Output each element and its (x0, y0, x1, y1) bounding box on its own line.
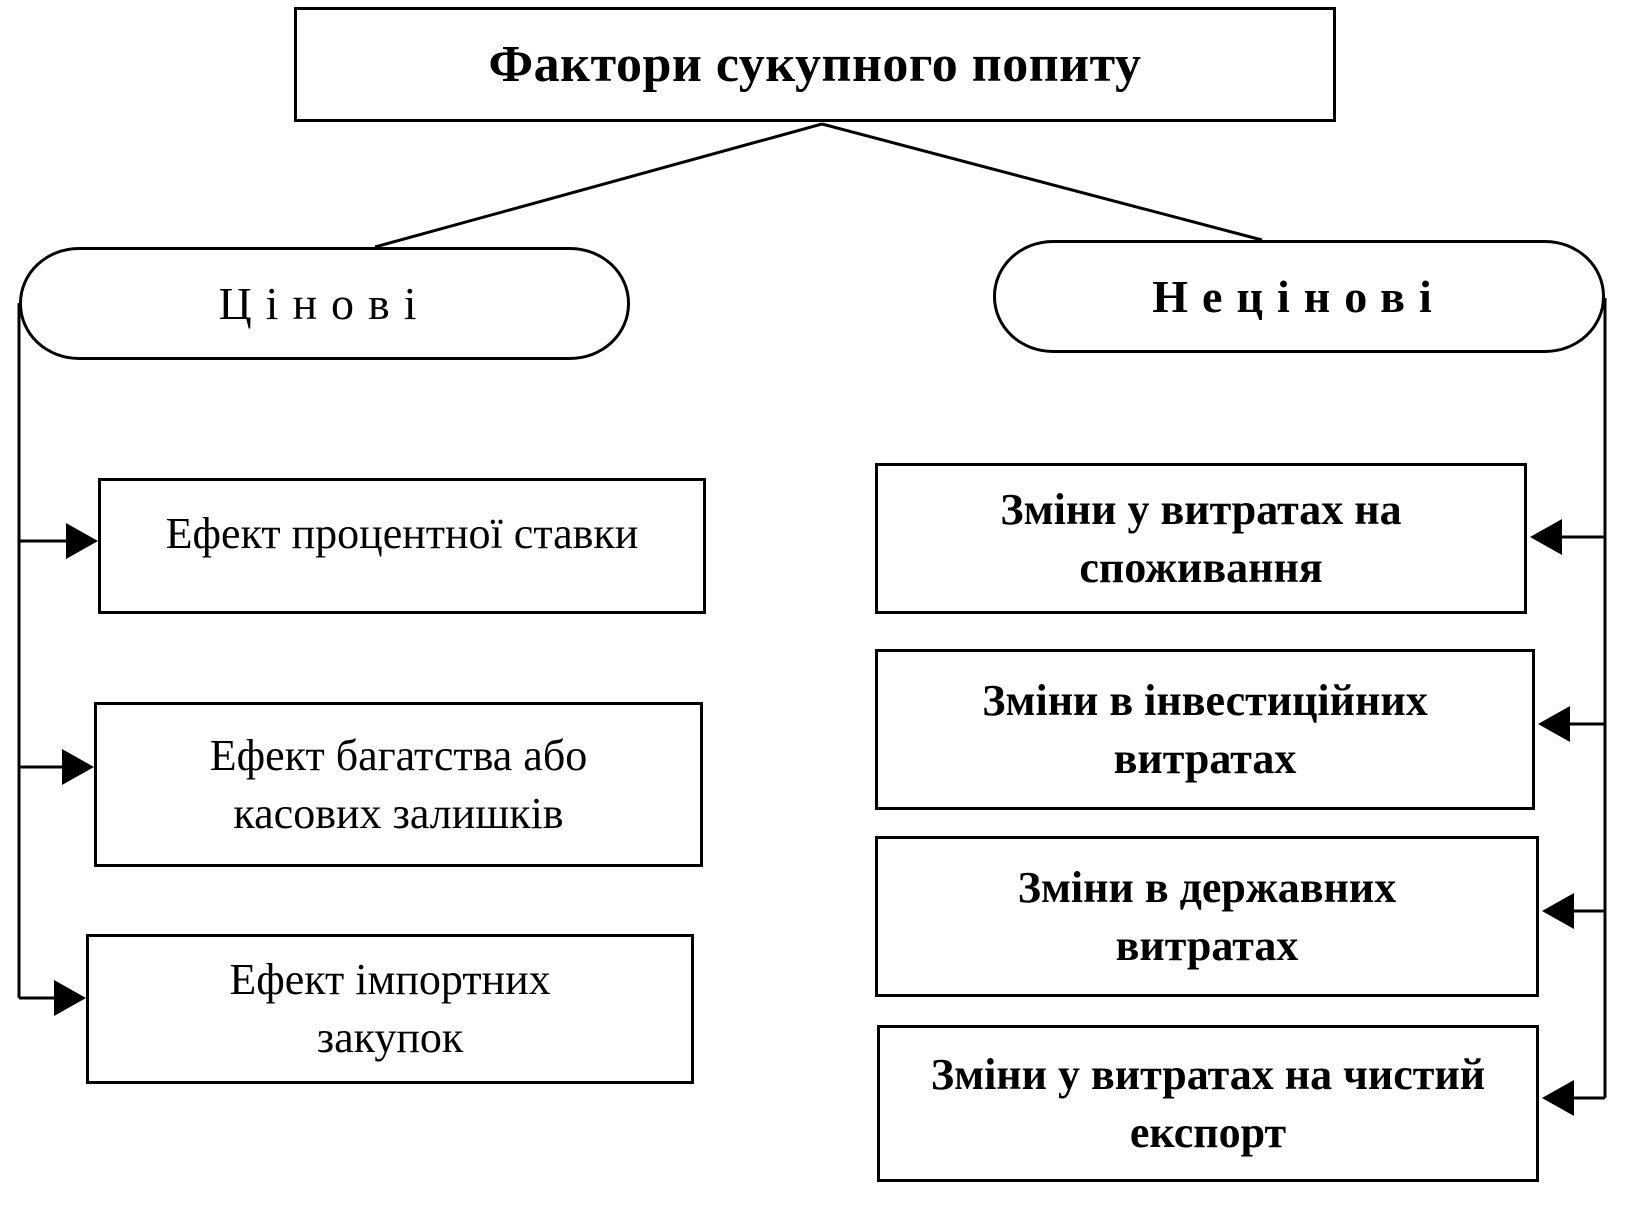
factor-label: Зміни в інвестиційних витратах (982, 675, 1428, 783)
factor-label: Зміни у витратах на чистий експорт (930, 1049, 1486, 1157)
arrow-to-consumption (1530, 519, 1605, 555)
factor-interest-rate-effect: Ефект процентної ставки (98, 478, 706, 614)
branch-price-factors: Цінові (19, 247, 630, 360)
arrow-to-net-export (1542, 1080, 1605, 1116)
connector-title-to-nonprice (821, 122, 1263, 242)
arrowhead-icon (1542, 1080, 1574, 1116)
branch-label-price: Цінові (218, 278, 431, 329)
factor-label: Ефект процентної ставки (165, 509, 639, 558)
arrow-to-wealth-effect (19, 749, 94, 785)
arrowhead-icon (62, 749, 94, 785)
arrowhead-icon (1542, 893, 1574, 929)
branch-nonprice-factors: Нецінові (993, 240, 1605, 353)
factor-label: Зміни у витратах на споживання (1000, 484, 1402, 592)
arrow-to-import-effect (19, 980, 86, 1016)
factor-government-spending: Зміни в державних витратах (875, 836, 1539, 997)
arrow-to-investment (1538, 706, 1605, 742)
connector-title-to-price (374, 122, 823, 249)
factor-consumption-spending: Зміни у витратах на споживання (875, 463, 1527, 614)
arrowhead-icon (66, 523, 98, 559)
arrow-to-interest-rate-effect (19, 523, 98, 559)
arrowhead-icon (54, 980, 86, 1016)
arrowhead-icon (1530, 519, 1562, 555)
factor-investment-spending: Зміни в інвестиційних витратах (875, 649, 1535, 810)
diagram-title-box: Фактори сукупного попиту (294, 7, 1336, 122)
factor-label: Ефект імпортних закупок (229, 955, 551, 1062)
factor-wealth-effect: Ефект багатства або касових залишків (94, 702, 703, 867)
factor-label: Зміни в державних витратах (1017, 862, 1397, 970)
diagram-title: Фактори сукупного попиту (488, 36, 1142, 93)
arrow-to-government (1542, 893, 1605, 929)
arrowhead-icon (1538, 706, 1570, 742)
factor-import-purchases-effect: Ефект імпортних закупок (86, 934, 694, 1084)
branch-label-nonprice: Нецінові (1152, 271, 1446, 322)
factor-label: Ефект багатства або касових залишків (209, 730, 588, 838)
factor-net-export-spending: Зміни у витратах на чистий експорт (877, 1025, 1539, 1182)
